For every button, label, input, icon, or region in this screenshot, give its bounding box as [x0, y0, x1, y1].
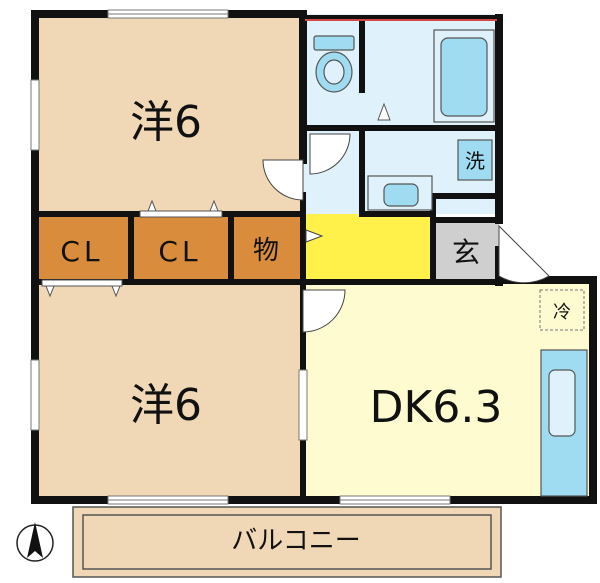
dk-label: DK6.3 — [370, 382, 503, 433]
closet-left-floor — [35, 216, 131, 282]
western-room-bottom-floor — [35, 282, 303, 500]
bathtub-icon — [433, 29, 495, 123]
toilet-icon — [313, 35, 355, 93]
door-swings — [262, 133, 550, 333]
closet-right-floor — [131, 216, 231, 282]
washer-label: 洗 — [465, 149, 485, 173]
balcony-inner — [82, 514, 492, 570]
entrance-label: 玄 — [452, 236, 480, 269]
closet-left-label: CL — [60, 235, 103, 268]
storage-label: 物 — [253, 236, 279, 266]
fridge-label: 冷 — [553, 302, 571, 323]
balcony-outer — [72, 506, 502, 578]
kitchen-counter-icon — [540, 349, 588, 497]
western-room-bottom-label: 洋6 — [130, 380, 202, 431]
entrance-floor — [433, 220, 499, 282]
closet-doors — [41, 199, 223, 298]
storage-floor — [231, 216, 303, 282]
western-room-top-label: 洋6 — [130, 97, 202, 148]
balcony-label: バルコニー — [231, 526, 360, 556]
closet-right-label: CL — [158, 235, 201, 268]
north-arrow-icon — [16, 522, 54, 562]
fridge-space — [539, 289, 585, 331]
wash-basin-icon — [367, 175, 433, 211]
washer-space — [457, 139, 493, 181]
western-room-top-floor — [35, 14, 303, 214]
windows — [30, 9, 451, 505]
door-marker-icon — [377, 102, 391, 121]
